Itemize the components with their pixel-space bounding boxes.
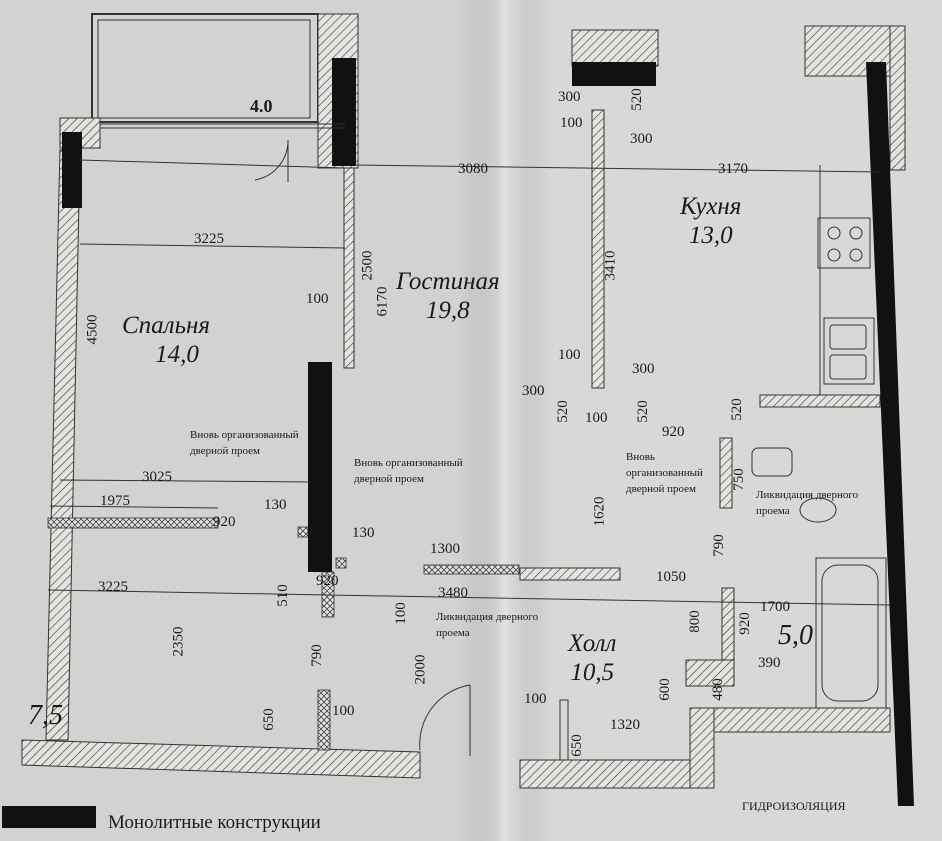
note-waterproofing: ГИДРОИЗОЛЯЦИЯ [742,799,846,813]
room-area: 14,0 [155,340,199,368]
dimension: 650 [568,734,585,757]
room-balcony-area: 4.0 [250,96,273,116]
dimension: 1975 [100,493,130,509]
dimension: 520 [634,400,651,423]
dimension: 130 [352,525,375,541]
dimension: 130 [264,497,287,513]
room-area: 10,5 [570,658,615,686]
dimension: 920 [316,573,339,589]
dimension: 390 [758,655,781,671]
dimension: 100 [392,602,409,625]
room-hall: Холл 10,5 [568,630,616,688]
dimension: 100 [332,703,355,719]
dimension: 300 [522,383,545,399]
room-name: Холл [568,630,617,657]
dimension: 920 [213,514,236,530]
dimension: 100 [524,691,547,707]
dimension: 3025 [142,469,172,485]
inner-lines [47,123,891,761]
note-door-removal: Ликвидация дверного проема [756,489,859,517]
dimension: 1050 [656,569,686,585]
dimension: 800 [686,610,703,633]
note-door-removal: Ликвидация дверного проема [436,611,539,639]
dimension: 300 [558,89,581,105]
dimension: 750 [730,468,747,491]
room-area: 19,8 [425,296,470,324]
room-name: Спальня [122,312,210,339]
dimension: 1620 [591,496,608,527]
room-kitchen: Кухня 13,0 [680,193,741,251]
dimension: 3170 [718,161,748,177]
note-new-doorway: Вновь организованный дверной проем [626,451,703,495]
dimension: 2500 [359,250,376,281]
dimension: 1700 [760,599,790,615]
dimension: 520 [554,400,571,423]
legend-monolithic-label: Монолитные конструкции [108,812,321,833]
dimension: 920 [736,612,753,635]
dimension: 3410 [602,250,619,281]
dimension: 520 [628,88,645,111]
dimension: 650 [260,708,277,731]
monolithic-walls [62,58,914,806]
room-living: Гостиная 19,8 [396,268,500,326]
legend-monolithic-swatch [2,806,96,828]
dimension: 4500 [84,314,101,345]
room-name: Кухня [680,193,742,220]
dimension: 1300 [430,541,460,557]
dimension: 600 [656,678,673,701]
dimension: 300 [632,361,655,377]
room-bathroom: 5,0 [778,620,813,651]
dimension: 790 [308,644,325,667]
dimension: 100 [585,410,608,426]
dimension: 510 [274,584,291,607]
note-new-doorway: Вновь организованный дверной проем [190,429,299,457]
dimension: 2000 [412,654,429,685]
room-area: 13,0 [688,221,733,249]
dimension: 520 [728,398,745,421]
dimension: 790 [710,534,727,557]
dimension: 2350 [170,626,187,657]
dimension: 920 [662,424,685,440]
dimension: 3480 [438,585,468,601]
dimension: 100 [558,347,581,363]
room-loggia-area: 7,5 [28,700,63,731]
room-name: Гостиная [396,268,500,295]
dimension: 1320 [610,717,640,733]
room-bedroom: Спальня 14,0 [122,312,210,370]
dimension: 3225 [194,231,224,247]
dimension: 480 [709,678,726,701]
dimension: 100 [306,291,329,307]
dimension: 100 [560,115,583,131]
note-new-doorway: Вновь организованный дверной проем [354,457,463,485]
dimension: 300 [630,131,653,147]
dimension: 6170 [374,286,391,317]
dimension: 3080 [458,161,488,177]
dimension: 3225 [98,579,128,595]
